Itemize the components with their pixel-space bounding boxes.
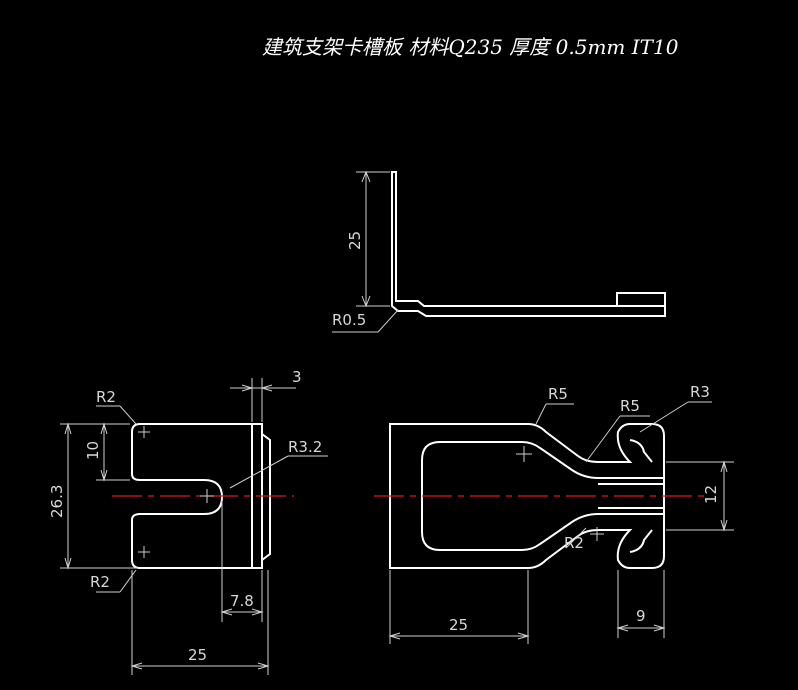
slot-depth-dimension: 7.8: [230, 592, 254, 610]
r5-outer-label: R5: [548, 385, 568, 403]
overall-height-dimension: 26.3: [48, 485, 66, 518]
slot-width-dimension: 12: [702, 485, 720, 504]
left-view-dimension-lines: [60, 378, 328, 675]
side-view: 25 R0.5: [332, 170, 666, 333]
right-view-outline: [389, 423, 665, 569]
left-view-outline: [131, 423, 271, 569]
bend-radius-label: R0.5: [332, 311, 366, 329]
left-radius-bottom-label: R2: [90, 573, 110, 591]
inner-height-dimension: 10: [84, 441, 102, 460]
right-view-dimension-lines: [388, 401, 734, 644]
r3-label: R3: [690, 383, 710, 401]
right-view: R5 R5 R3 R2 12 25 9: [374, 383, 734, 644]
left-width-dimension: 25: [188, 646, 207, 664]
side-height-dimension: 25: [346, 231, 364, 250]
left-radius-top-label: R2: [96, 388, 116, 406]
left-view: R2 R2 R3.2 3 10 26.3 7.8 25: [48, 368, 328, 675]
r2-label: R2: [564, 534, 584, 552]
right-view-center-marks: [516, 446, 604, 541]
drawing-title: 建筑支架卡槽板 材料Q235 厚度 0.5mm IT10: [262, 35, 679, 59]
side-view-outline: [391, 171, 666, 317]
left-view-center-marks: [138, 426, 214, 558]
body-length-dimension: 25: [449, 616, 468, 634]
flange-thickness-dimension: 3: [292, 368, 302, 386]
slot-radius-label: R3.2: [288, 438, 322, 456]
hook-width-dimension: 9: [636, 607, 646, 625]
r5-inner-label: R5: [620, 397, 640, 415]
side-view-dimension-lines: [332, 170, 399, 333]
